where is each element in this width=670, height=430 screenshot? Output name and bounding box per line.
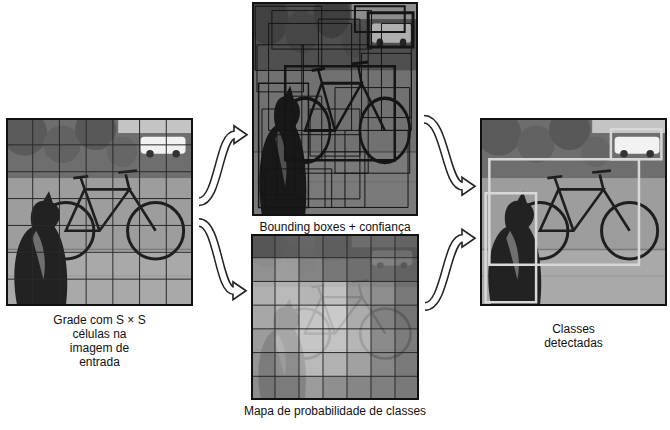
flow-arrow [424,119,475,195]
image-panel: Bounding boxes + confiança [252,2,418,216]
image-panel: Classes detectadas [480,118,667,306]
panel-caption: Mapa de probabilidade de classes [244,404,426,418]
class-probability-map [248,226,419,400]
image-panel: Grade com S × S células na imagem de ent… [6,118,193,306]
panel-caption: Bounding boxes + confiança [259,220,410,234]
bounding-boxes-image [249,0,418,216]
input-image [2,109,193,306]
flow-arrow [199,223,246,300]
image-panel: Mapa de probabilidade de classes [251,234,419,400]
flow-arrow [199,126,247,202]
flow-arrow [425,229,475,306]
panel-caption: Classes detectadas [534,322,614,350]
panel-caption: Grade com S × S células na imagem de ent… [52,313,148,369]
detections-image [476,109,667,306]
